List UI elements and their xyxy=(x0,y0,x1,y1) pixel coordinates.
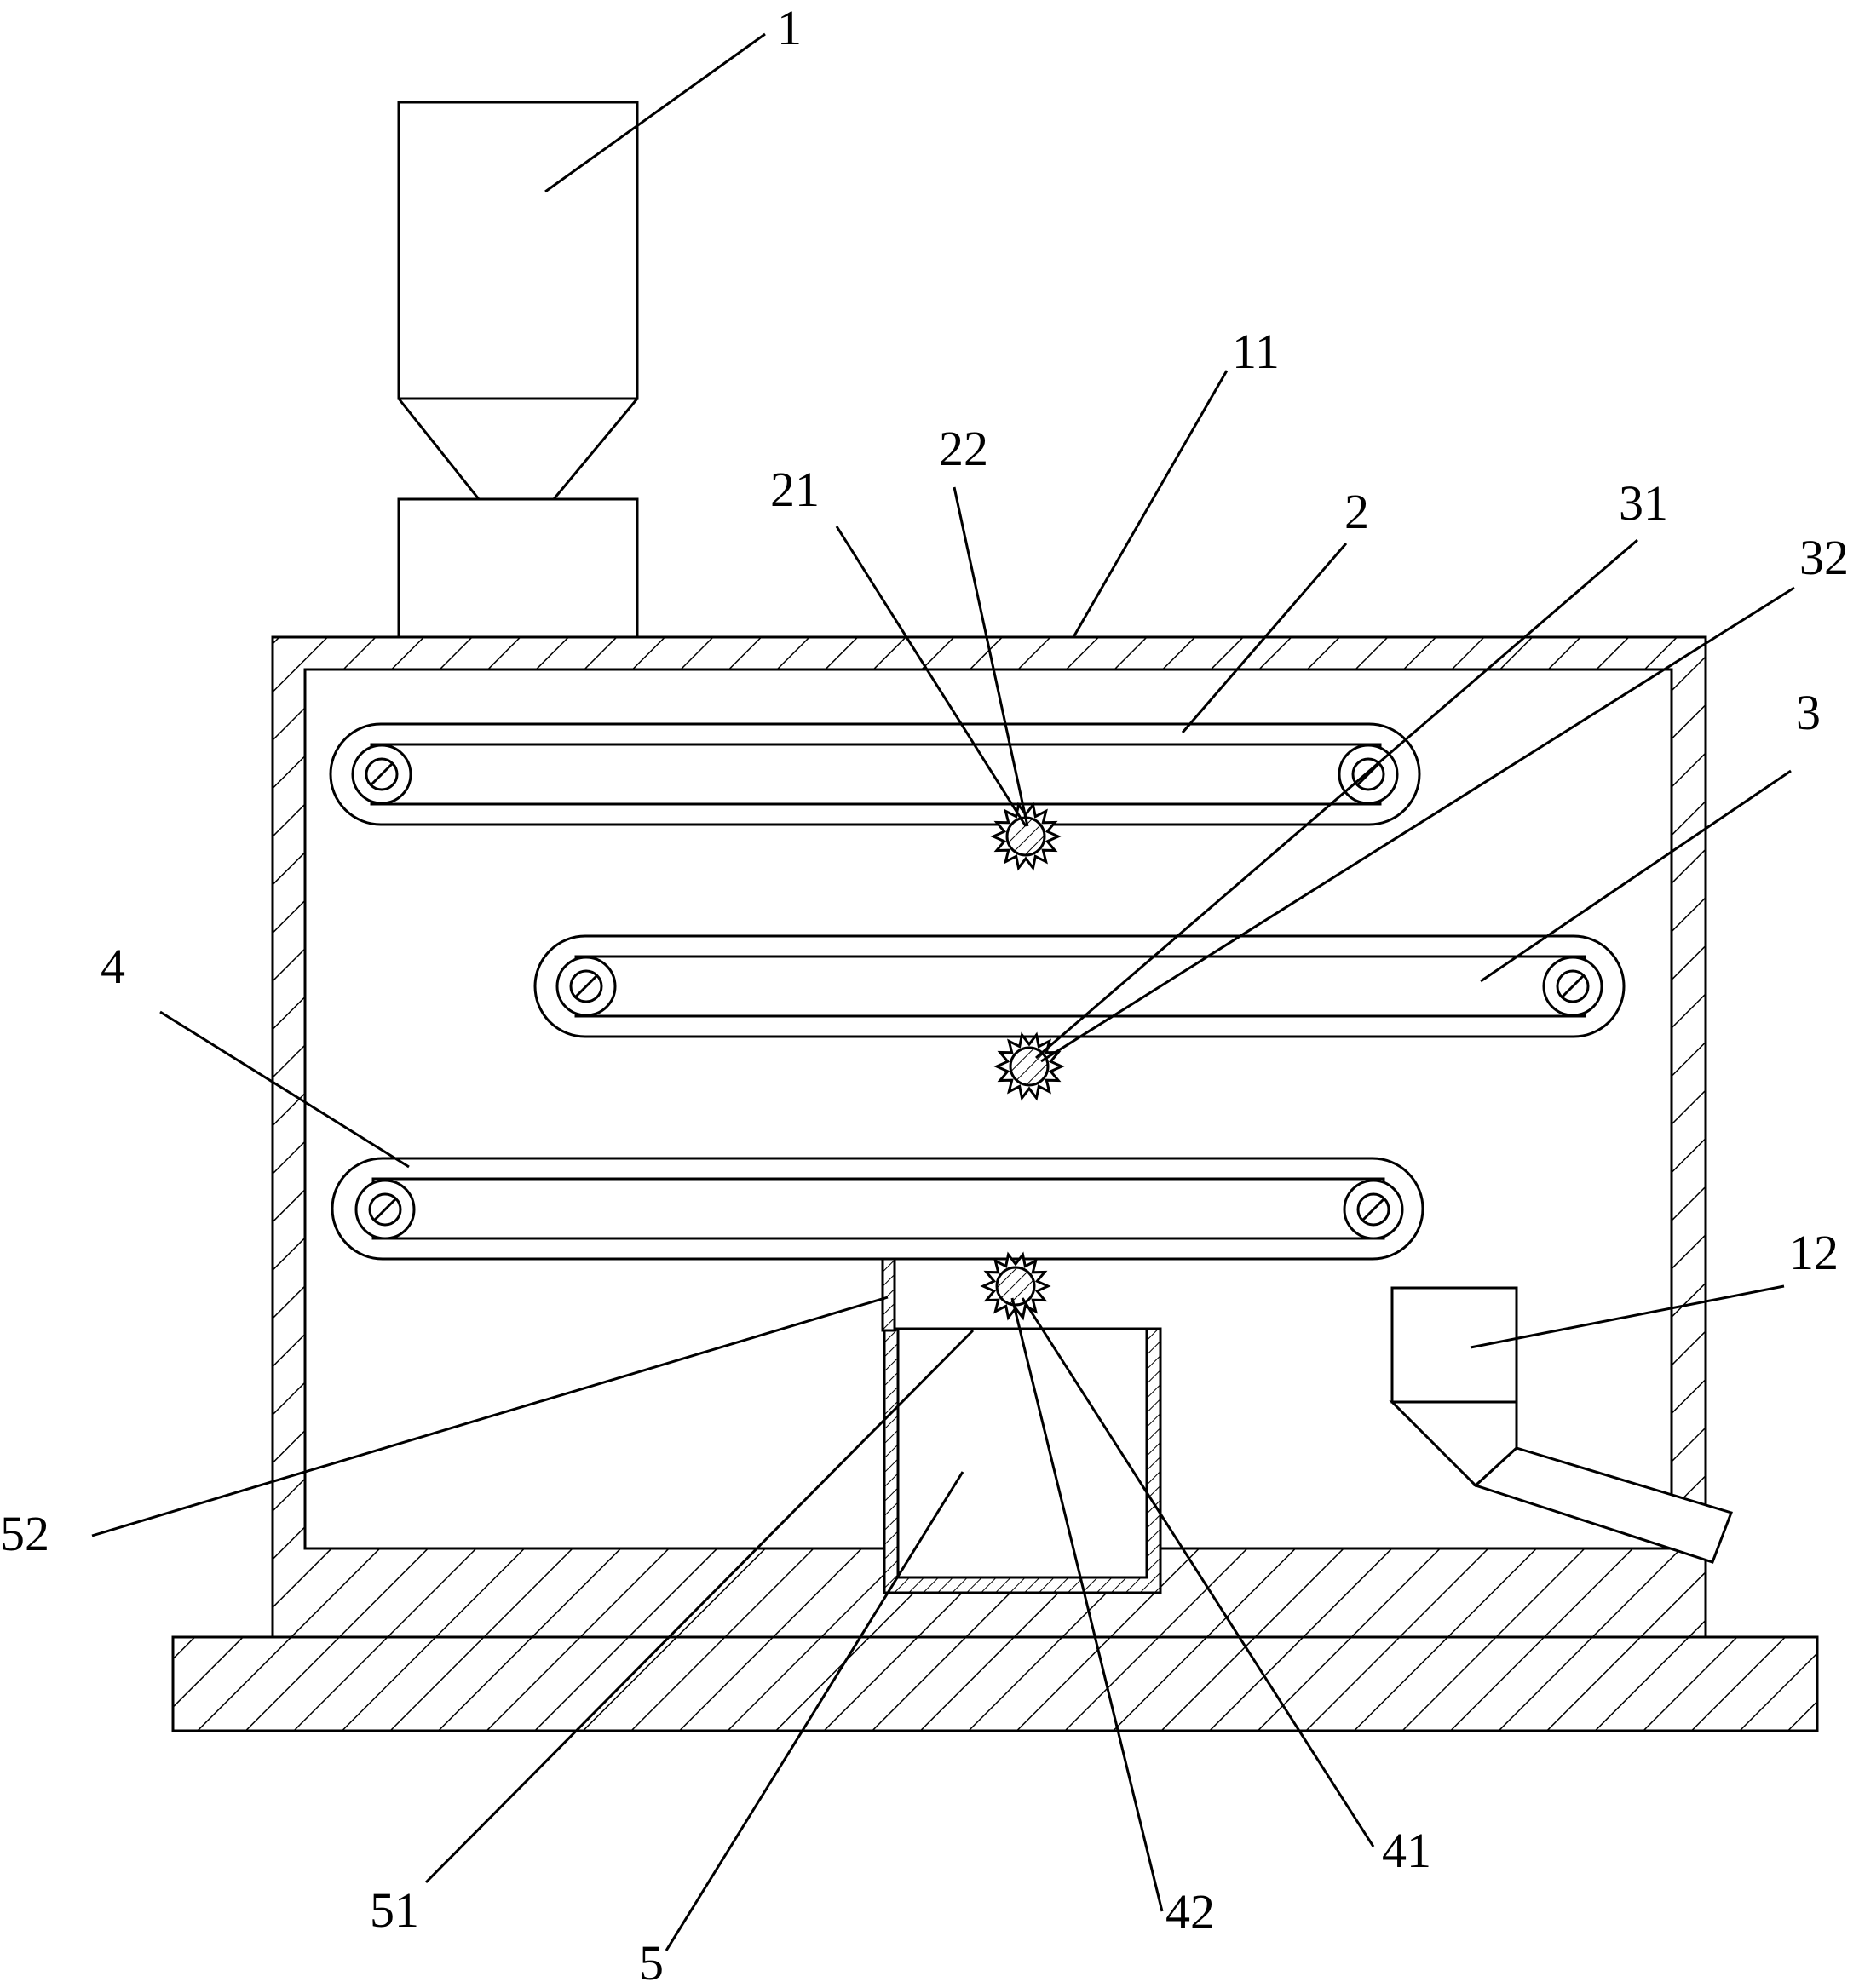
conveyor-belt-4 xyxy=(331,1157,1424,1261)
label-42: 42 xyxy=(1165,1884,1215,1939)
label-1: 1 xyxy=(777,0,802,55)
label-32: 32 xyxy=(1799,530,1849,585)
conveyor-belt-2 xyxy=(329,722,1421,826)
label-31: 31 xyxy=(1619,475,1668,531)
conveyor-belt-3 xyxy=(533,934,1626,1038)
collector-box-5 xyxy=(883,1327,1162,1594)
discharge-spout-12 xyxy=(1389,1286,1733,1564)
label-21: 21 xyxy=(770,462,820,517)
label-2: 2 xyxy=(1344,484,1369,539)
label-4: 4 xyxy=(101,939,125,994)
label-12: 12 xyxy=(1789,1225,1839,1280)
label-51: 51 xyxy=(370,1882,419,1938)
base-plate xyxy=(171,1635,1819,1732)
label-41: 41 xyxy=(1382,1823,1431,1878)
scraper-plate-52 xyxy=(881,1257,896,1332)
label-11: 11 xyxy=(1232,324,1280,379)
label-3: 3 xyxy=(1796,685,1821,740)
label-52: 52 xyxy=(0,1506,49,1561)
brush-roller-41-42-hub xyxy=(995,1266,1036,1307)
feed-hopper-1 xyxy=(397,101,639,639)
leader-lines xyxy=(91,32,1795,1951)
label-5: 5 xyxy=(639,1935,664,1988)
label-22: 22 xyxy=(939,421,988,476)
